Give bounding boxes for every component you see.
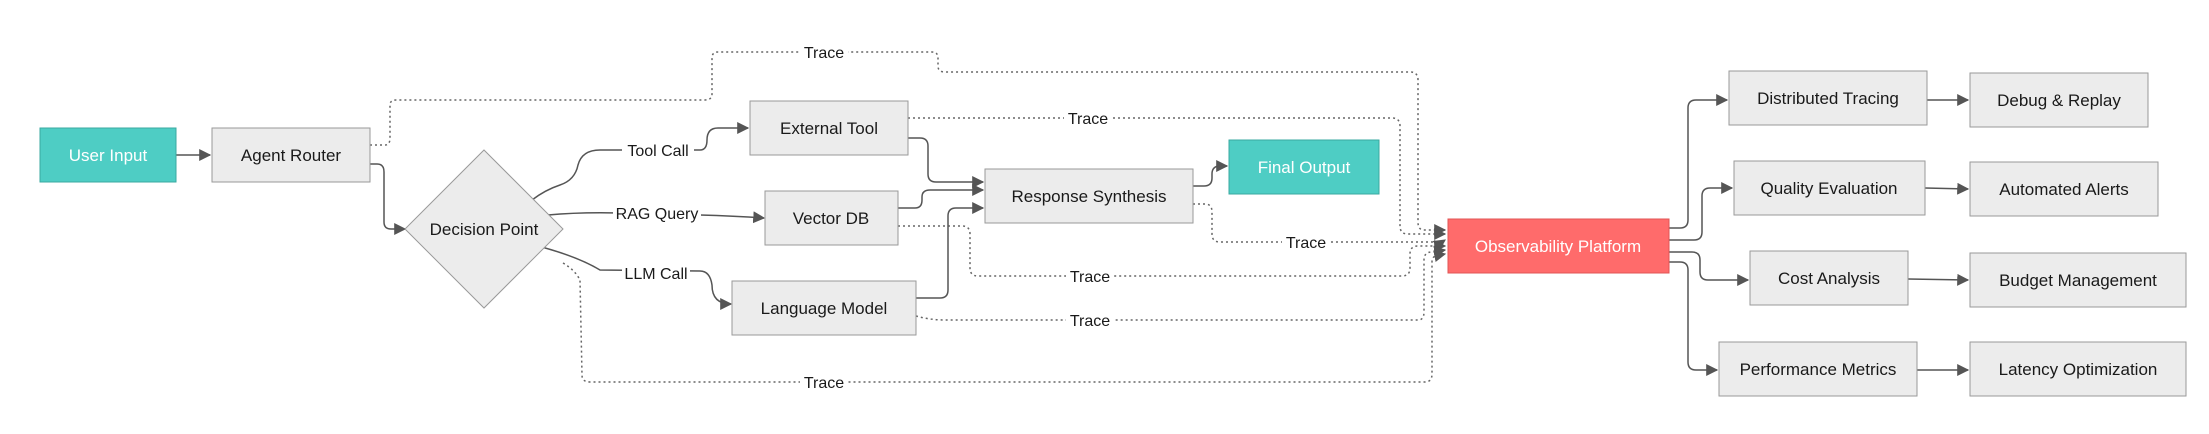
node-observability-platform-label: Observability Platform xyxy=(1475,237,1641,256)
node-external-tool[interactable]: External Tool xyxy=(749,100,909,156)
node-cost-analysis[interactable]: Cost Analysis xyxy=(1749,250,1909,306)
edge-external-tool-to-synthesis xyxy=(908,137,985,188)
trace-edges xyxy=(370,51,1447,383)
edge-decision-to-language-model xyxy=(529,243,733,310)
trace-label-external-tool: Trace xyxy=(1068,111,1108,128)
edge-synthesis-to-final-output xyxy=(1193,160,1229,187)
node-response-synthesis[interactable]: Response Synthesis xyxy=(984,168,1194,224)
edge-observability-to-cost-analysis xyxy=(1669,251,1750,286)
node-vector-db-label: Vector DB xyxy=(793,209,870,228)
edge-quality-evaluation-to-automated-alerts xyxy=(1924,182,1970,195)
edge-observability-to-distributed-tracing xyxy=(1669,94,1729,229)
node-automated-alerts-label: Automated Alerts xyxy=(1999,180,2128,199)
edge-observability-to-performance-metrics xyxy=(1669,261,1719,376)
node-response-synthesis-label: Response Synthesis xyxy=(1012,187,1167,206)
edge-vector-db-to-synthesis xyxy=(898,184,985,209)
llm-call-label: LLM Call xyxy=(624,266,687,283)
trace-label-language-model: Trace xyxy=(1070,313,1110,330)
trace-label-decision: Trace xyxy=(804,375,844,392)
trace-label-vector-db: Trace xyxy=(1070,269,1110,286)
node-debug-replay-label: Debug & Replay xyxy=(1997,91,2121,110)
node-quality-evaluation-label: Quality Evaluation xyxy=(1760,179,1897,198)
node-automated-alerts[interactable]: Automated Alerts xyxy=(1969,161,2159,217)
node-budget-management-label: Budget Management xyxy=(1999,271,2157,290)
edge-cost-analysis-to-budget-management xyxy=(1907,273,1970,286)
tool-call-label: Tool Call xyxy=(627,143,688,160)
edge-labels: Trace Trace Trace Trace Trace Trace Tool… xyxy=(613,42,1330,392)
node-vector-db[interactable]: Vector DB xyxy=(764,190,899,246)
node-external-tool-label: External Tool xyxy=(780,119,878,138)
node-agent-router-label: Agent Router xyxy=(241,146,342,165)
trace-label-synthesis: Trace xyxy=(1286,235,1326,252)
node-final-output-label: Final Output xyxy=(1258,158,1351,177)
node-final-output[interactable]: Final Output xyxy=(1228,139,1380,195)
node-performance-metrics-label: Performance Metrics xyxy=(1740,360,1897,379)
edge-decision-to-external-tool xyxy=(531,122,750,201)
node-decision-point-label: Decision Point xyxy=(430,220,539,239)
flow-edges xyxy=(176,94,1970,376)
trace-edge-decision-to-observability xyxy=(562,250,1447,383)
node-debug-replay[interactable]: Debug & Replay xyxy=(1969,72,2149,128)
node-distributed-tracing-label: Distributed Tracing xyxy=(1757,89,1899,108)
trace-label-top: Trace xyxy=(804,45,844,62)
node-latency-optimization-label: Latency Optimization xyxy=(1999,360,2158,379)
node-agent-router[interactable]: Agent Router xyxy=(211,127,371,183)
node-quality-evaluation[interactable]: Quality Evaluation xyxy=(1733,160,1926,216)
node-distributed-tracing[interactable]: Distributed Tracing xyxy=(1728,70,1928,126)
edge-observability-to-quality-evaluation xyxy=(1669,182,1734,241)
node-user-input-label: User Input xyxy=(69,146,148,165)
node-observability-platform[interactable]: Observability Platform xyxy=(1447,218,1670,274)
node-language-model-label: Language Model xyxy=(761,299,888,318)
rag-query-label: RAG Query xyxy=(616,206,699,223)
trace-edge-language-model-to-observability xyxy=(915,245,1447,321)
node-cost-analysis-label: Cost Analysis xyxy=(1778,269,1880,288)
trace-edge-vector-db-to-observability xyxy=(898,225,1447,277)
node-language-model[interactable]: Language Model xyxy=(731,280,917,336)
node-decision-point[interactable]: Decision Point xyxy=(404,149,564,309)
node-user-input[interactable]: User Input xyxy=(39,127,177,183)
nodes: User Input Agent Router Decision Point E… xyxy=(39,70,2187,397)
edge-language-model-to-synthesis xyxy=(916,202,985,299)
node-latency-optimization[interactable]: Latency Optimization xyxy=(1969,341,2187,397)
trace-edge-external-tool-to-observability xyxy=(908,117,1447,240)
edge-agent-router-to-decision-point xyxy=(370,163,407,235)
node-performance-metrics[interactable]: Performance Metrics xyxy=(1718,341,1918,397)
node-budget-management[interactable]: Budget Management xyxy=(1969,252,2187,308)
